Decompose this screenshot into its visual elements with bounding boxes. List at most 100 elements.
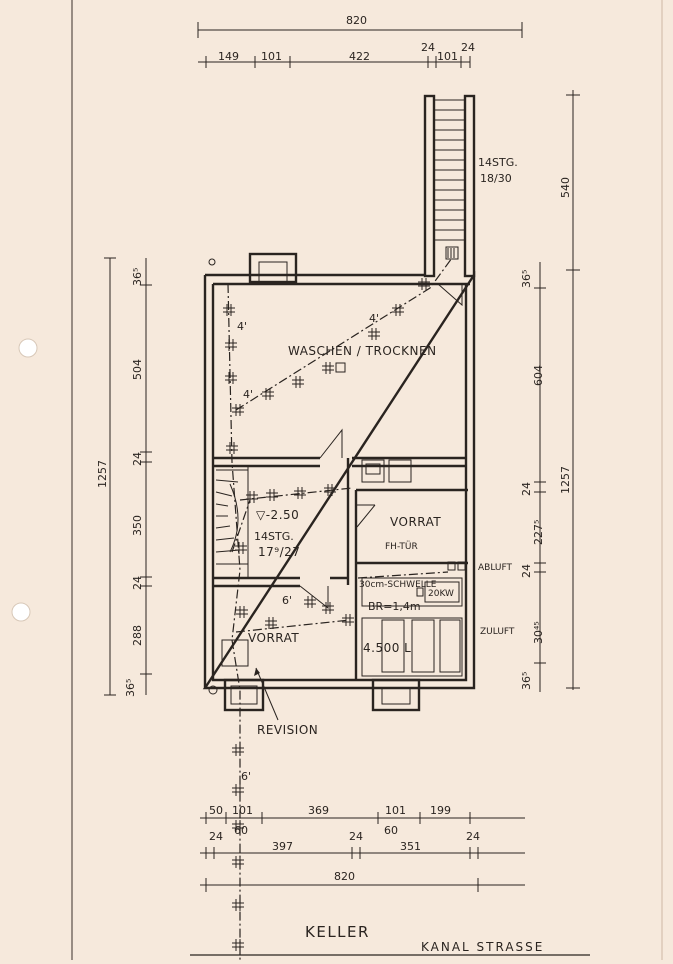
pipe-crossing-mark bbox=[223, 304, 235, 316]
fire-door-label: FH-TÜR bbox=[385, 541, 418, 552]
dim-right-seg-1: 36⁵ bbox=[520, 270, 533, 288]
pipe-crossing-mark bbox=[232, 939, 244, 951]
dim-bottom-row1-1: 50 bbox=[209, 804, 223, 817]
dim-left-seg-5: 24 bbox=[131, 576, 144, 590]
pipe-crossing-mark bbox=[292, 376, 304, 388]
dim-left-seg-4: 350 bbox=[131, 515, 144, 536]
stair-upper-ratio: 18/30 bbox=[480, 172, 512, 185]
dim-bottom-row3-2: 351 bbox=[400, 840, 421, 853]
dim-top-seg-1: 149 bbox=[218, 50, 239, 63]
dim-bottom-row1-4: 101 bbox=[385, 804, 406, 817]
stair-level: ▽-2.50 bbox=[256, 508, 299, 522]
pipe-crossing-mark bbox=[265, 617, 277, 629]
room-labels: WASCHEN / TROCKNEN VORRAT VORRAT 4.500 L… bbox=[248, 344, 515, 737]
dim-right-upper: 540 bbox=[559, 177, 572, 198]
dim-right-overall: 1257 bbox=[559, 466, 572, 494]
building-walls bbox=[202, 252, 476, 712]
stair-inner-ratio: 17⁹/27 bbox=[258, 545, 300, 559]
pipe-crossing-mark bbox=[232, 404, 244, 416]
pipe-slope-extra: 4' bbox=[369, 312, 379, 325]
pipe-crossing-mark bbox=[324, 484, 336, 496]
pipe-crossing-mark bbox=[262, 388, 274, 400]
dim-bottom-row2-5: 24 bbox=[466, 830, 480, 843]
boiler-power-label: 20KW bbox=[428, 589, 454, 599]
bottom-dimensions: 50 101 369 101 199 24 60 24 60 24 397 35… bbox=[200, 804, 525, 892]
dim-right-seg-4: 227⁵ bbox=[532, 520, 545, 545]
dim-left-seg-6: 288 bbox=[131, 625, 144, 646]
dim-left-overall: 1257 bbox=[96, 460, 109, 488]
pipe-slope-2: 4' bbox=[243, 388, 253, 401]
dim-bottom-row2-4: 60 bbox=[384, 824, 398, 837]
dim-top-seg-2: 101 bbox=[261, 50, 282, 63]
pipe-crossing-mark bbox=[304, 596, 316, 608]
revision-leader bbox=[255, 667, 279, 721]
pipe-slope-4: 6' bbox=[241, 770, 251, 783]
dim-left-seg-1: 36⁵ bbox=[131, 268, 144, 286]
threshold-label: 30cm-SCHWELLE bbox=[359, 580, 437, 590]
pipe-crossing-mark bbox=[225, 372, 237, 384]
dim-bottom-row2-2: 60 bbox=[234, 824, 248, 837]
dim-bottom-row2-1: 24 bbox=[209, 830, 223, 843]
opening-width-label: BR=1,4m bbox=[368, 600, 421, 613]
dim-top-seg-3: 422 bbox=[349, 50, 370, 63]
pipe-slope-3: 6' bbox=[282, 594, 292, 607]
dim-bottom-row2-3: 24 bbox=[349, 830, 363, 843]
revision-label: REVISION bbox=[257, 723, 318, 737]
pipe-crossing-mark bbox=[232, 784, 244, 796]
dim-right-seg-2: 604 bbox=[532, 365, 545, 386]
pipe-crossing-mark bbox=[392, 304, 404, 316]
pipe-crossing-mark bbox=[235, 542, 247, 554]
stair-upper-count: 14STG. bbox=[478, 156, 518, 169]
dim-top-overall: 820 bbox=[346, 14, 367, 27]
dim-top-seg-5: 101 bbox=[437, 50, 458, 63]
pipe-crossing-mark bbox=[236, 606, 248, 618]
punch-hole-top bbox=[18, 338, 38, 358]
street-name: KANAL STRASSE bbox=[421, 940, 544, 954]
right-dimensions: 540 1257 36⁵ 604 24 227⁵ 24 30⁴⁵ 36⁵ bbox=[520, 90, 580, 692]
dim-right-seg-7: 36⁵ bbox=[520, 672, 533, 690]
dim-left-seg-3: 24 bbox=[131, 452, 144, 466]
dim-bottom-row3-1: 397 bbox=[272, 840, 293, 853]
pipe-crossing-mark bbox=[225, 339, 237, 351]
dim-right-seg-6: 30⁴⁵ bbox=[532, 621, 545, 644]
pipe-crossing-mark bbox=[368, 328, 380, 340]
dim-bottom-row1-3: 369 bbox=[308, 804, 329, 817]
pipe-slope-1: 4' bbox=[237, 320, 247, 333]
dim-bottom-row1-2: 101 bbox=[232, 804, 253, 817]
room-vorrat-left: VORRAT bbox=[248, 631, 299, 645]
dim-left-seg-7: 36⁵ bbox=[124, 679, 137, 697]
left-dimensions: 1257 36⁵ 504 24 350 24 288 36⁵ bbox=[96, 257, 152, 697]
pipe-crossing-mark bbox=[294, 487, 306, 499]
supply-air-label: ZULUFT bbox=[480, 627, 515, 637]
revision-arrow bbox=[254, 668, 260, 676]
exhaust-air-label: ABLUFT bbox=[478, 563, 513, 573]
dim-left-seg-2: 504 bbox=[131, 359, 144, 380]
punch-hole-bottom bbox=[11, 602, 31, 622]
dim-right-seg-3: 24 bbox=[520, 482, 533, 496]
pipe-crossing-mark bbox=[266, 489, 278, 501]
pipe-crossing-mark bbox=[246, 491, 258, 503]
pipe-crossing-mark bbox=[322, 602, 334, 614]
drain-symbol bbox=[335, 362, 346, 373]
drain-pipes: 4' 4' 6' 6' 4' bbox=[223, 257, 453, 960]
pipe-crossing-mark bbox=[232, 820, 244, 832]
pipe-crossing-mark bbox=[418, 278, 430, 290]
pipe-crossing-mark bbox=[342, 614, 354, 626]
dim-top-seg-4: 24 bbox=[421, 41, 435, 54]
room-vorrat-right: VORRAT bbox=[390, 515, 441, 529]
outer-stair: 14STG. 18/30 bbox=[423, 94, 518, 278]
tank-capacity: 4.500 L bbox=[363, 641, 411, 655]
room-waschen-trocknen: WASCHEN / TROCKNEN bbox=[288, 344, 437, 358]
pipe-crossing-mark bbox=[226, 442, 238, 454]
dim-top-seg-6: 24 bbox=[461, 41, 475, 54]
pipe-crossing-mark bbox=[322, 362, 334, 374]
pipe-crossing-mark bbox=[232, 899, 244, 911]
dim-bottom-overall: 820 bbox=[334, 870, 355, 883]
dim-bottom-row1-5: 199 bbox=[430, 804, 451, 817]
top-dimensions: 820 149 101 422 24 101 24 bbox=[197, 14, 523, 68]
plan-title: KELLER bbox=[305, 923, 370, 941]
dim-right-seg-5: 24 bbox=[520, 564, 533, 578]
